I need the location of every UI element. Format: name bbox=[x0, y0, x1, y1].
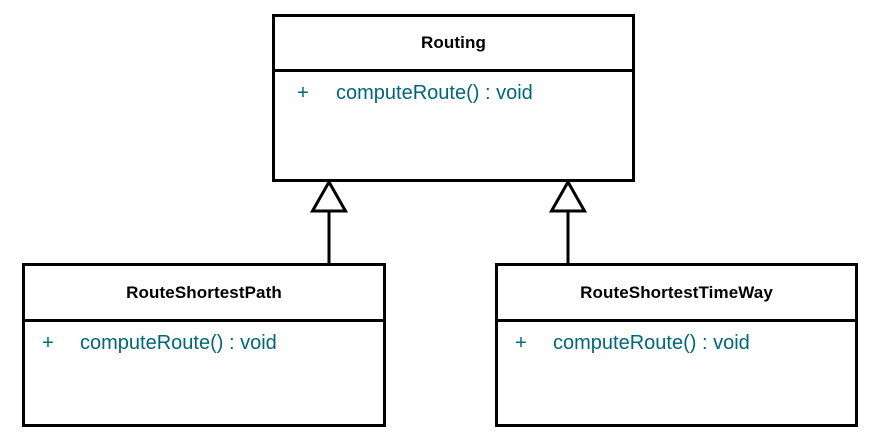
uml-member-visibility: + bbox=[297, 82, 309, 104]
uml-member-visibility: + bbox=[42, 332, 54, 354]
uml-member-row: + computeRoute() : void bbox=[498, 331, 855, 356]
uml-class-routing-name: Routing bbox=[421, 33, 486, 52]
uml-class-route-shortest-time-way-name: RouteShortestTimeWay bbox=[580, 282, 773, 302]
uml-member-row: + computeRoute() : void bbox=[25, 331, 383, 356]
generalization-left bbox=[309, 178, 349, 264]
generalization-left-arrowhead bbox=[309, 178, 349, 213]
uml-class-routing-members: + computeRoute() : void bbox=[275, 72, 632, 179]
uml-class-route-shortest-time-way-name-band: RouteShortestTimeWay bbox=[498, 266, 855, 322]
uml-member-signature: computeRoute() : void bbox=[336, 82, 533, 104]
uml-class-route-shortest-path-name: RouteShortestPath bbox=[126, 282, 282, 302]
generalization-right bbox=[548, 178, 588, 264]
uml-class-route-shortest-path-members: + computeRoute() : void bbox=[25, 322, 383, 424]
uml-member-row: + computeRoute() : void bbox=[275, 81, 632, 106]
uml-member-signature: computeRoute() : void bbox=[80, 332, 277, 354]
uml-class-route-shortest-path-name-band: RouteShortestPath bbox=[25, 266, 383, 322]
uml-class-route-shortest-time-way-members: + computeRoute() : void bbox=[498, 322, 855, 424]
uml-class-route-shortest-time-way[interactable]: RouteShortestTimeWay + computeRoute() : … bbox=[495, 263, 858, 427]
generalization-right-arrowhead bbox=[548, 178, 588, 213]
uml-member-visibility: + bbox=[515, 332, 527, 354]
uml-class-routing[interactable]: Routing + computeRoute() : void bbox=[272, 14, 635, 182]
uml-class-routing-name-band: Routing bbox=[275, 17, 632, 72]
uml-member-signature: computeRoute() : void bbox=[553, 332, 750, 354]
uml-class-route-shortest-path[interactable]: RouteShortestPath + computeRoute() : voi… bbox=[22, 263, 386, 427]
